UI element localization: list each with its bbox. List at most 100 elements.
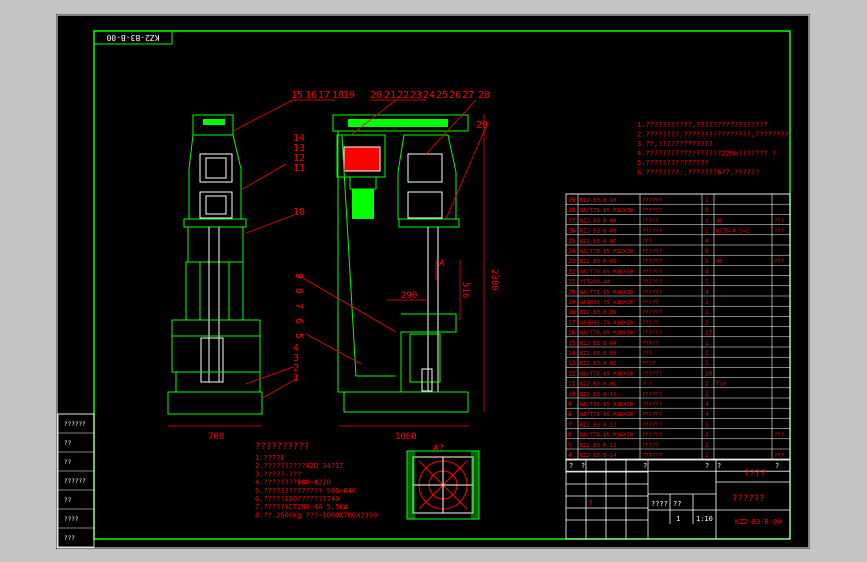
svg-text:1: 1 xyxy=(705,279,709,286)
svg-text:KZ2-B3-B-00: KZ2-B3-B-00 xyxy=(735,518,781,526)
svg-text:? ?: ? ? xyxy=(642,382,652,388)
svg-text:7: 7 xyxy=(568,421,572,428)
specification-block: ??????????1.????82.??????????42D 34?173.… xyxy=(255,442,377,519)
svg-text:7: 7 xyxy=(293,303,304,309)
svg-text:290: 290 xyxy=(401,291,417,301)
svg-text:6: 6 xyxy=(568,432,572,439)
svg-text:??????: ?????? xyxy=(732,494,765,504)
svg-text:KZ2-B3-B-03: KZ2-B3-B-03 xyxy=(580,351,616,357)
bom-header-cell: ? xyxy=(569,462,573,470)
svg-text:18: 18 xyxy=(332,90,344,101)
svg-text:4: 4 xyxy=(568,452,572,459)
svg-text:1: 1 xyxy=(705,350,709,357)
left-strip: ????????????????????????? xyxy=(57,413,95,548)
svg-text:13: 13 xyxy=(568,360,576,367)
svg-text:5: 5 xyxy=(568,442,572,449)
svg-text:21: 21 xyxy=(384,90,396,101)
svg-text:8: 8 xyxy=(293,288,304,294)
svg-text:26: 26 xyxy=(568,228,576,235)
svg-text:21: 21 xyxy=(568,279,576,286)
svg-text:GB/T70-85 M12X30: GB/T70-85 M12X30 xyxy=(580,208,633,214)
spec-line: 3.?????-??? xyxy=(255,470,301,478)
svg-text:????: ???? xyxy=(642,361,655,367)
note-line: 6.????????:,???????6?7,?????? xyxy=(637,169,759,177)
svg-text:1: 1 xyxy=(705,421,709,428)
svg-text:19: 19 xyxy=(343,90,355,101)
note-line: 1.???????????,????????????????? xyxy=(637,121,768,129)
inner-border xyxy=(93,30,791,540)
svg-text:9: 9 xyxy=(293,273,304,279)
svg-text:8: 8 xyxy=(705,248,709,255)
svg-text:45: 45 xyxy=(716,259,723,265)
svg-text:??: ?? xyxy=(673,500,681,508)
svg-text:??????: ?????? xyxy=(642,198,662,204)
spec-line: 6.?????180???????740 xyxy=(255,495,339,503)
svg-text:2: 2 xyxy=(705,381,709,388)
svg-text:?????: ????? xyxy=(642,341,659,347)
svg-text:1: 1 xyxy=(705,452,709,459)
svg-text:KZ2-B3-B-08: KZ2-B3-B-08 xyxy=(580,229,616,235)
svg-text:1: 1 xyxy=(705,309,709,316)
svg-text:4: 4 xyxy=(705,289,709,296)
svg-text:T10: T10 xyxy=(716,382,726,388)
note-line: 3.??,????????????? xyxy=(637,140,713,148)
svg-text:4: 4 xyxy=(293,343,299,354)
svg-text:22: 22 xyxy=(397,90,409,101)
svg-text:11: 11 xyxy=(293,163,305,174)
drawing-canvas[interactable]: KZ2-B3-B-00 ????????????????????????? xyxy=(56,14,810,549)
svg-text:??????: ?????? xyxy=(642,259,662,265)
svg-text:29: 29 xyxy=(568,197,576,204)
svg-text:A?: A? xyxy=(433,444,444,454)
svg-text:45: 45 xyxy=(716,218,723,224)
svg-text:??????: ?????? xyxy=(642,412,662,418)
svg-text:12: 12 xyxy=(293,153,305,164)
svg-text:15: 15 xyxy=(291,90,303,101)
bom-header-cell: ? xyxy=(643,462,647,470)
svg-text:14: 14 xyxy=(293,133,305,144)
outer-border xyxy=(56,14,810,549)
svg-text:20: 20 xyxy=(370,90,382,101)
spec-line: 8.??.2500kg ???~1060X700X2390 xyxy=(255,511,377,519)
svg-text:???: ??? xyxy=(774,218,784,224)
svg-text:KZ2-B3-B-02: KZ2-B3-B-02 xyxy=(580,361,616,367)
svg-text:1: 1 xyxy=(293,373,299,384)
svg-text:10: 10 xyxy=(568,391,576,398)
svg-text:KZ2-B3-B-06: KZ2-B3-B-06 xyxy=(580,259,616,265)
svg-text:27: 27 xyxy=(568,217,576,224)
leader-lines xyxy=(168,99,489,427)
svg-text:4: 4 xyxy=(705,432,709,439)
svg-text:??????: ?????? xyxy=(642,269,662,275)
svg-text:4: 4 xyxy=(705,411,709,418)
svg-text:????: ???? xyxy=(651,500,668,508)
part-number-texts-left: 14 13 12 11 10 9 8 7 6 5 4 3 2 1 xyxy=(293,133,305,384)
svg-text:10: 10 xyxy=(293,207,305,218)
technical-notes: 1.???????????,?????????????????2.???????… xyxy=(637,121,793,177)
svg-text:22: 22 xyxy=(568,268,576,275)
svg-text:??????: ?????? xyxy=(642,229,662,235)
svg-text:18: 18 xyxy=(568,309,576,316)
title-block xyxy=(565,459,791,540)
svg-text:20: 20 xyxy=(568,289,576,296)
svg-text:1: 1 xyxy=(705,340,709,347)
svg-text:??????: ?????? xyxy=(642,280,662,286)
svg-text:??????: ?????? xyxy=(642,422,662,428)
left-strip-label: ?? xyxy=(64,440,72,447)
bom-header-cell: ? xyxy=(775,462,779,470)
svg-text:23: 23 xyxy=(568,258,576,265)
svg-text:4: 4 xyxy=(705,238,709,245)
